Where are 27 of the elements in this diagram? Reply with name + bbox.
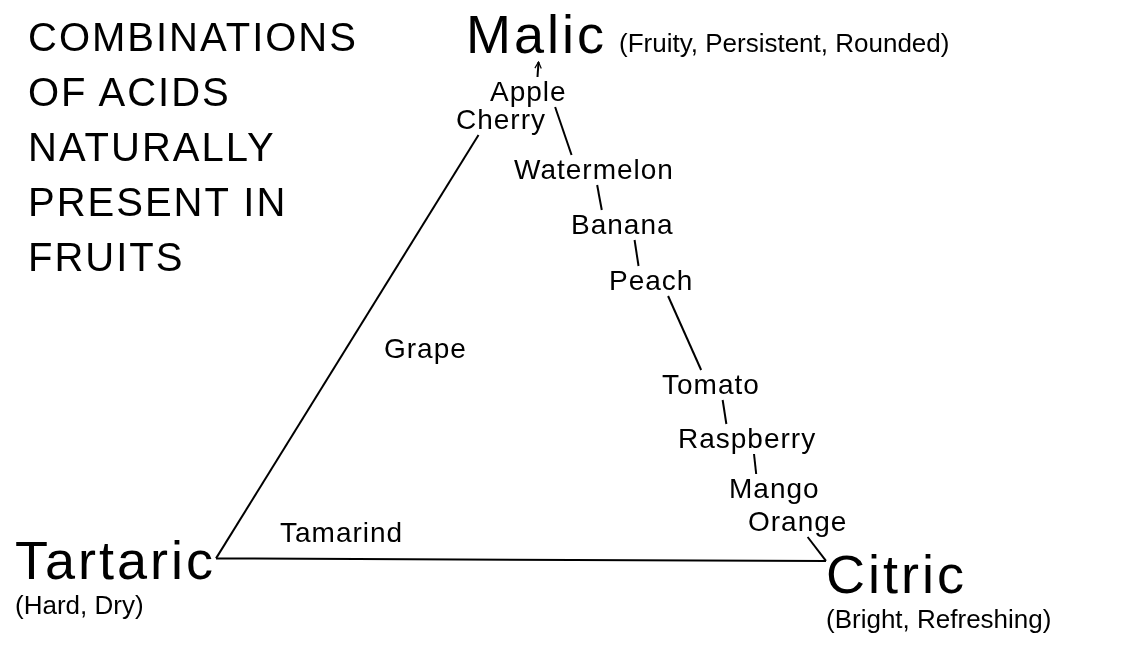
fruit-label: Mango — [729, 474, 820, 504]
acid-descriptor: (Hard, Dry) — [15, 590, 144, 620]
acid-name: Malic — [466, 6, 607, 62]
fruit-label: Watermelon — [514, 155, 674, 185]
acid-descriptor: (Bright, Refreshing) — [826, 604, 1052, 634]
acid-descriptor: (Fruity, Persistent, Rounded) — [619, 28, 950, 60]
triangle-side — [633, 239, 640, 267]
triangle-side — [721, 399, 728, 425]
triangle-side — [667, 295, 703, 371]
triangle-side — [215, 134, 480, 560]
triangle-side — [753, 453, 758, 475]
triangle-side — [215, 557, 827, 562]
arrow — [534, 61, 542, 78]
fruit-label: Raspberry — [678, 424, 817, 454]
fruit-label: Tomato — [662, 370, 760, 400]
triangle-side — [596, 184, 603, 211]
triangle-side — [554, 106, 573, 156]
fruit-label: Apple — [490, 77, 567, 107]
acid-name: Citric — [826, 546, 967, 602]
fruit-label: Grape — [384, 334, 467, 364]
acid-name: Tartaric — [15, 532, 217, 588]
fruit-label: Orange — [748, 507, 848, 537]
fruit-label: Banana — [571, 210, 674, 240]
fruit-label: Peach — [609, 266, 694, 296]
fruit-label: Tamarind — [280, 518, 404, 548]
triangle-side — [806, 536, 827, 562]
diagram-title: COMBINATIONS OF ACIDS NATURALLY PRESENT IN FRUITS — [28, 14, 359, 281]
